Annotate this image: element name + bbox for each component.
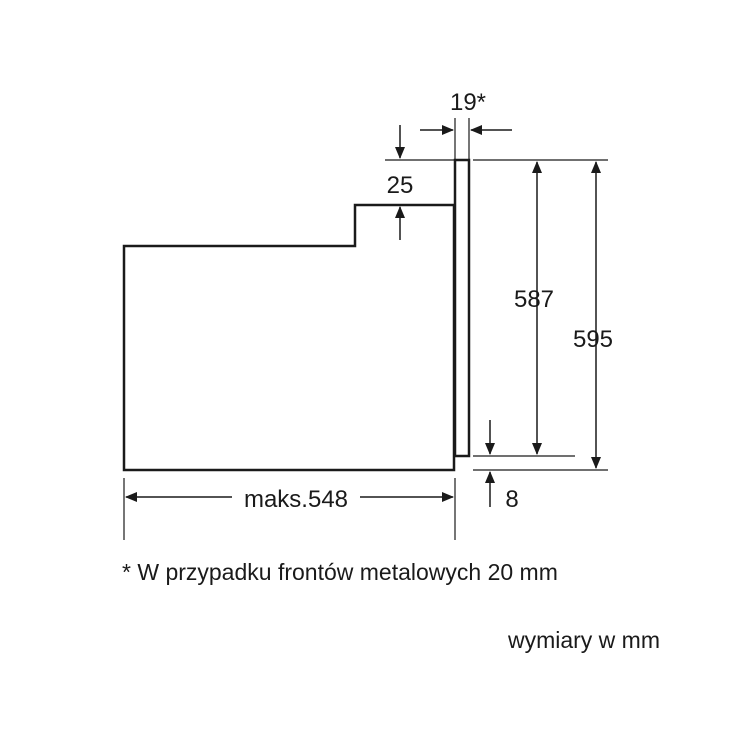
dim-label-top-step: 25 xyxy=(387,172,414,199)
dim-label-front-height: 587 xyxy=(514,286,554,313)
dim-label-front-depth: 19* xyxy=(450,89,486,116)
footnote-metal-fronts: * W przypadku frontów metalowych 20 mm xyxy=(122,559,558,585)
dim-label-bottom-gap: 8 xyxy=(505,486,518,513)
dim-label-max-depth: maks.548 xyxy=(244,486,348,513)
oven-front-panel xyxy=(453,158,471,458)
units-note: wymiary w mm xyxy=(507,627,660,653)
dim-label-total-height: 595 xyxy=(573,326,613,353)
oven-body-outline xyxy=(122,203,456,472)
